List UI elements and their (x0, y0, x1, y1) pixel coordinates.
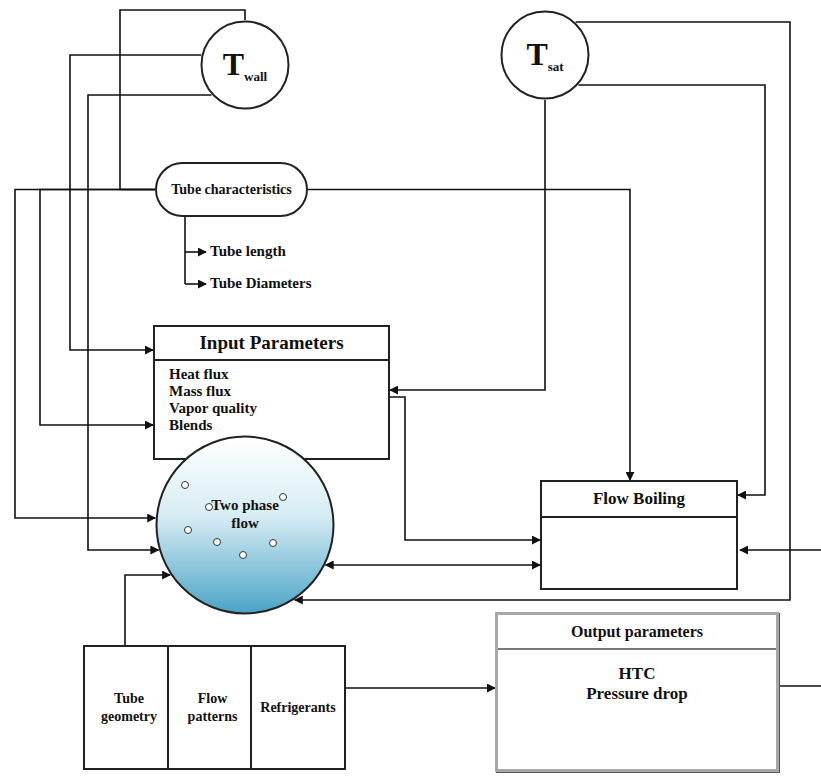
connector-arrow (390, 100, 545, 390)
symbol-letter: T (223, 46, 244, 82)
bubble-dot (182, 482, 189, 489)
symbol-subscript: wall (244, 69, 267, 84)
list-item: Vapor quality (169, 400, 374, 417)
callout-label: Tube length (208, 243, 288, 260)
callout-label: Tube Diameters (208, 275, 314, 292)
connector-arrow (326, 564, 540, 566)
bubble-dot (185, 527, 192, 534)
temperature-circle: Twall (200, 20, 290, 110)
list-item: Heat flux (169, 366, 374, 383)
symbol-subscript: sat (548, 59, 564, 74)
box-text: Tube characteristics (171, 181, 291, 198)
connector-arrow (346, 687, 495, 689)
temperature-circle: Tsat (500, 10, 590, 100)
connector-arrow (15, 190, 155, 519)
bubble-dot (280, 494, 287, 501)
circle-shape (157, 437, 334, 614)
connector-arrow (40, 190, 155, 426)
bubble-dot (240, 552, 247, 559)
circle-shape (502, 12, 589, 99)
connector-arrow (295, 22, 790, 600)
symbol-text: Tsat (526, 36, 563, 75)
process-box: Flow Boiling (540, 480, 738, 590)
output-box: Output parametersHTCPressure drop (495, 612, 779, 772)
symbol-letter: T (526, 36, 547, 72)
list-item: Blends (169, 417, 374, 434)
bubble-dot (214, 539, 221, 546)
connector-arrow (579, 85, 766, 495)
output-item: Pressure drop (498, 684, 776, 704)
factor-cell: Refrigerants (250, 645, 346, 770)
list-item: Mass flux (169, 383, 374, 400)
header-text: Output parameters (571, 623, 703, 641)
circle-outline (200, 20, 290, 110)
circle-shape (202, 22, 289, 109)
box-body: HTCPressure drop (498, 650, 776, 704)
rounded-box: Tube characteristics (155, 162, 308, 217)
output-item: HTC (498, 664, 776, 684)
cell-text: Tube geometry (90, 690, 168, 726)
box-header: Output parameters (498, 615, 776, 650)
cell-text: Refrigerants (260, 699, 335, 717)
header-text: Flow Boiling (593, 489, 685, 509)
symbol-text: Twall (223, 46, 267, 85)
box-header: Flow Boiling (542, 482, 736, 518)
connector-arrow (125, 575, 170, 645)
connector-arrow (390, 397, 540, 540)
factor-cell: Tube geometry (83, 645, 175, 770)
box-body: Heat fluxMass fluxVapor qualityBlends (155, 361, 388, 439)
box-header: Input Parameters (155, 327, 388, 361)
circle-text: Two phase flow (206, 496, 284, 532)
cell-text: Flow patterns (174, 690, 251, 726)
bubble-dot (270, 540, 277, 547)
two-phase-circle: Two phase flow (155, 435, 335, 615)
header-text: Input Parameters (199, 332, 343, 354)
factor-cell: Flow patterns (167, 645, 258, 770)
